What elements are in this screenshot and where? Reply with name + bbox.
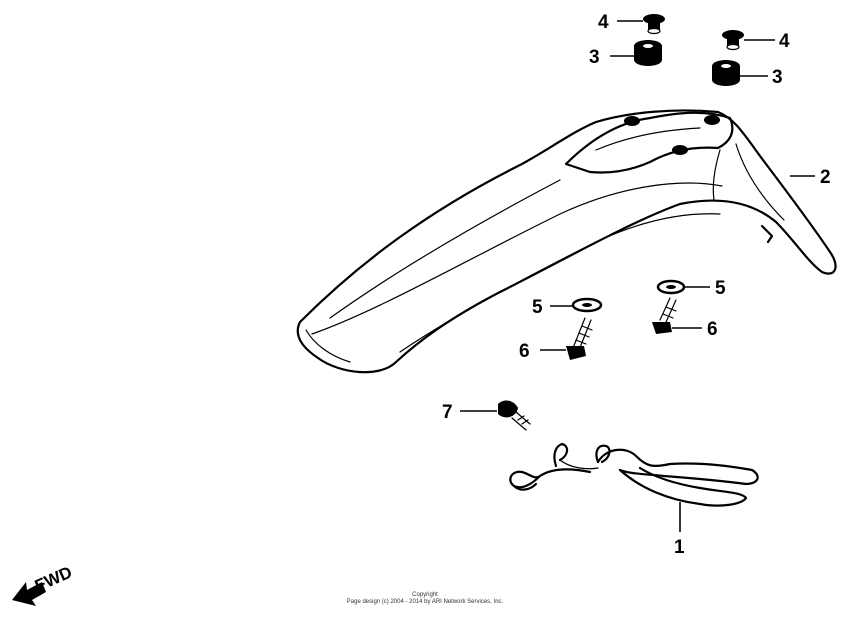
callout-5-right: 5: [715, 278, 726, 299]
leader-lines: [460, 20, 815, 532]
callout-3-right: 3: [772, 67, 783, 88]
fender-stay-1: [509, 442, 759, 507]
callout-5-left: 5: [532, 297, 543, 318]
copyright-heading: Copyright: [412, 592, 438, 598]
callout-7: 7: [442, 402, 453, 423]
rubber-mount-3-left: [634, 40, 662, 66]
washer-5-right: [656, 279, 686, 295]
forward-arrow-icon: [12, 582, 46, 606]
screw-7: [498, 400, 531, 431]
bolt-6-left: [566, 317, 593, 360]
bolt-4-right: [722, 30, 744, 51]
forward-label: FWD: [32, 563, 75, 596]
copyright-notice: Page design (c) 2004 - 2014 by ARI Netwo…: [346, 599, 504, 605]
callout-2: 2: [820, 167, 831, 188]
callout-6-right: 6: [707, 319, 718, 340]
callout-6-left: 6: [519, 341, 530, 362]
callout-4-right: 4: [779, 31, 790, 52]
bolt-4-left: [643, 14, 665, 35]
callout-4-left: 4: [598, 12, 609, 33]
rubber-mount-3-right: [712, 60, 740, 86]
front-fender: [296, 109, 837, 374]
washer-5-left: [571, 297, 603, 313]
callout-labels: 4 3 4 3 2 5 6 5 6 7 1: [442, 12, 831, 558]
callout-3-left: 3: [589, 47, 600, 68]
callout-1: 1: [674, 537, 685, 558]
bolt-6-right: [652, 297, 677, 334]
